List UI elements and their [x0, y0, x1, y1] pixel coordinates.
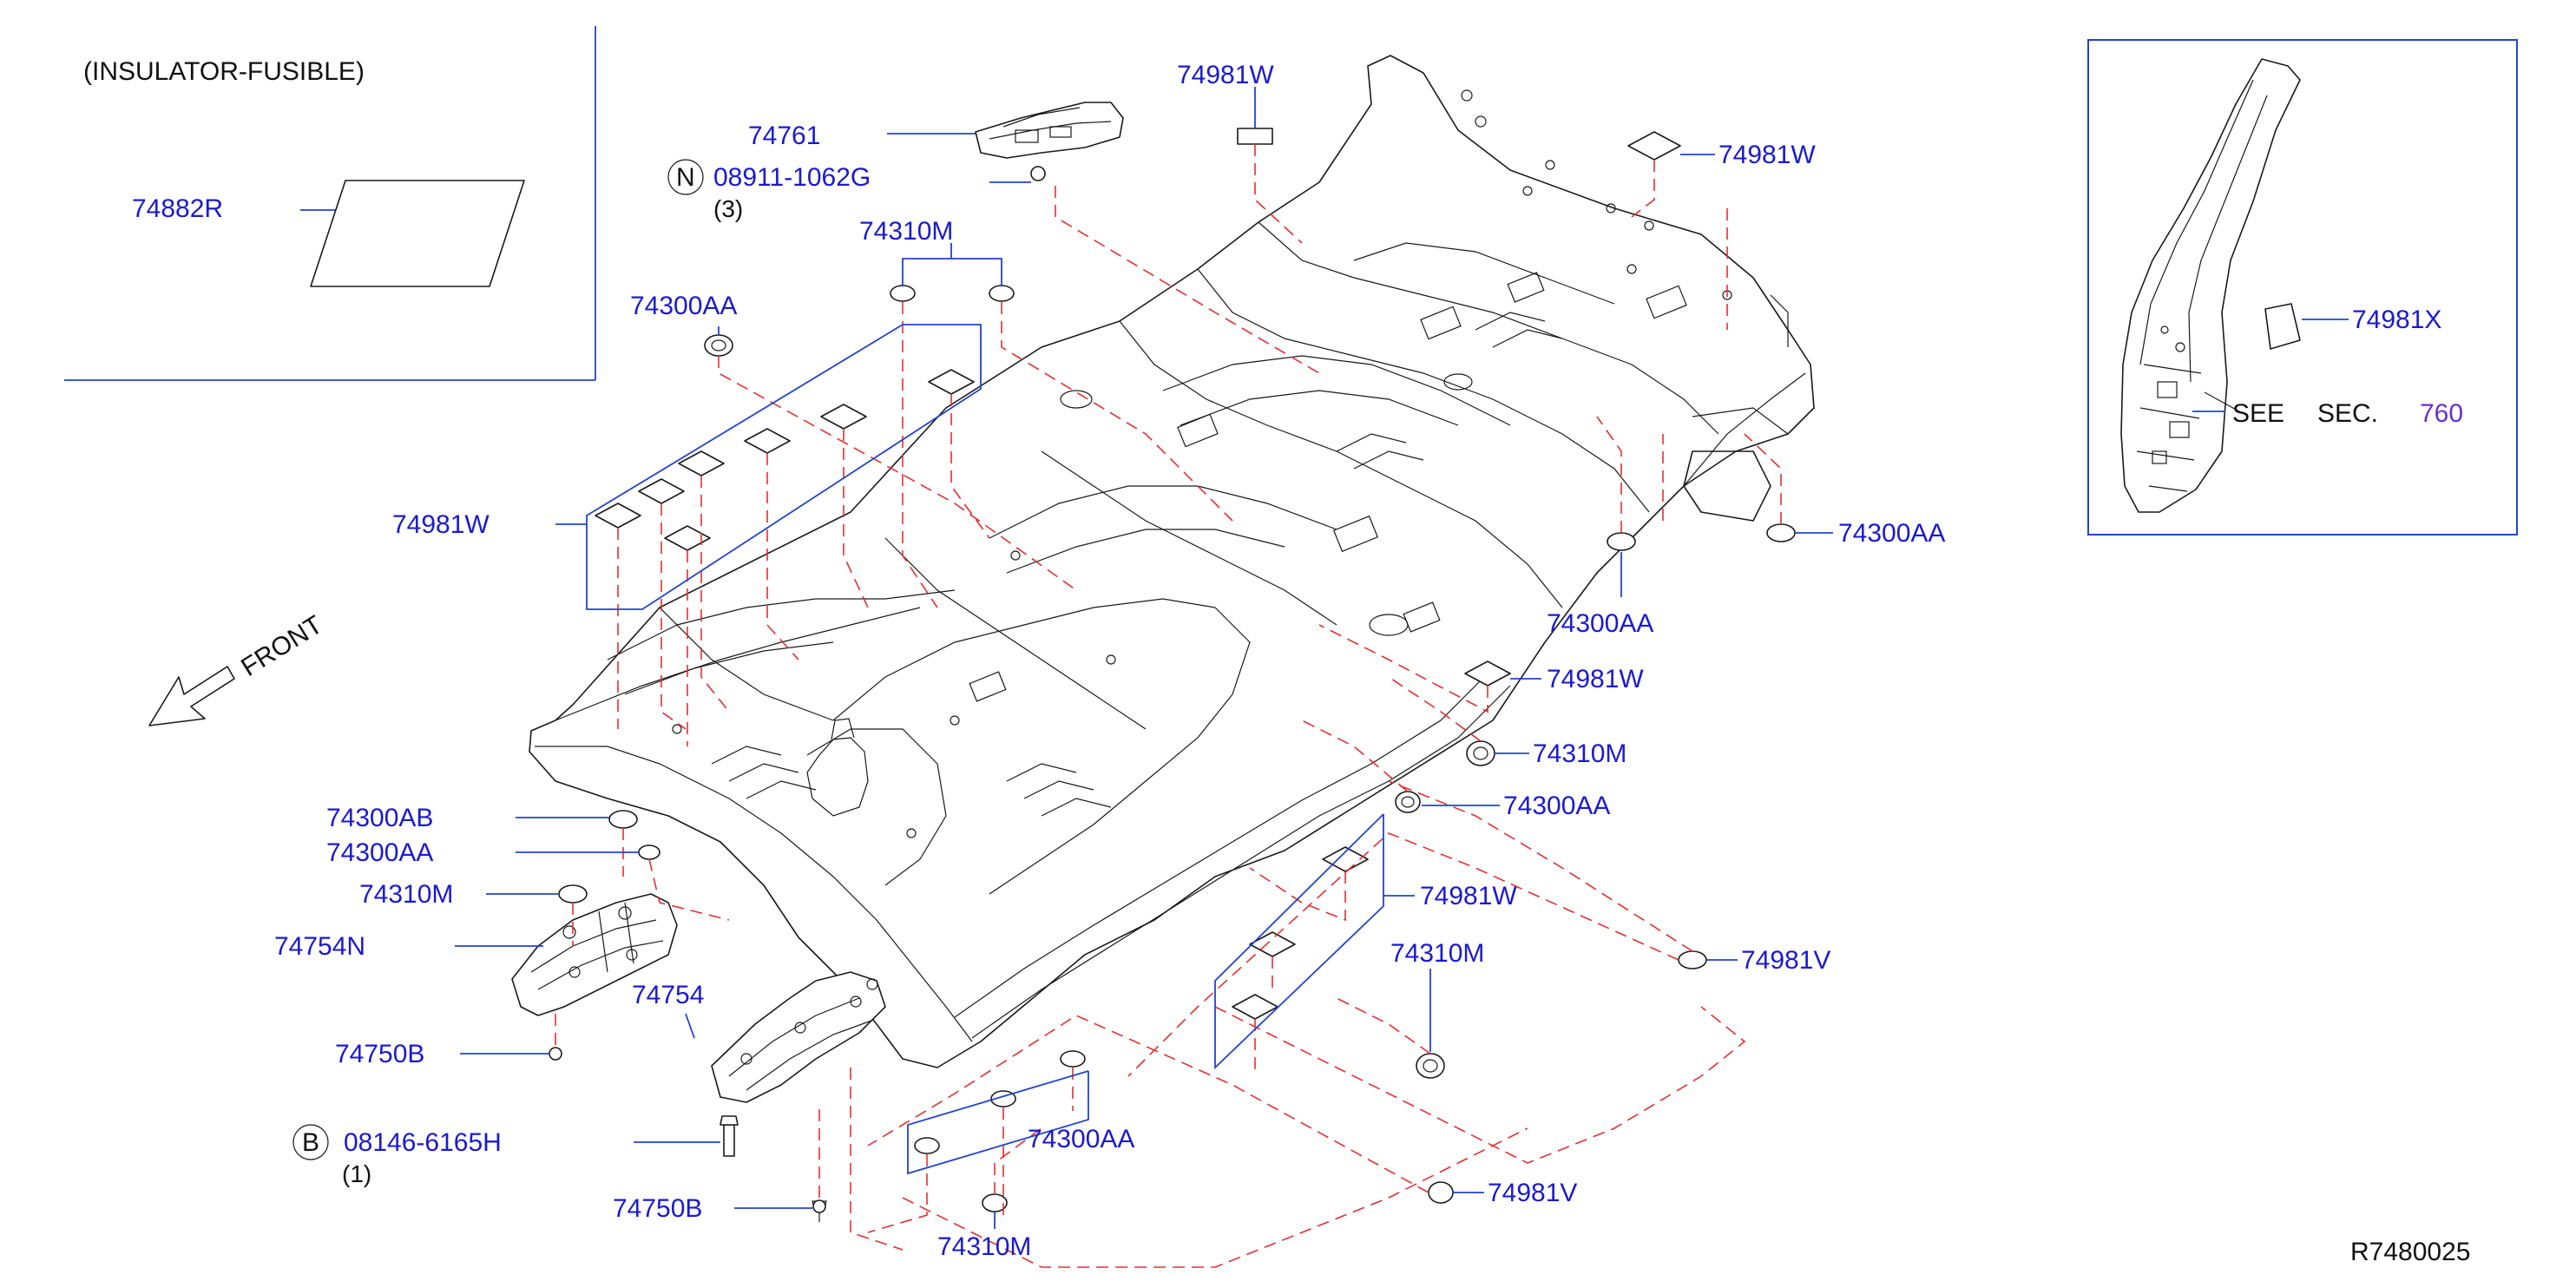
label-74981V-right: 74981V: [1741, 946, 1830, 975]
n-symbol-circle: [667, 159, 704, 195]
clip-74750B-upper: [549, 1047, 562, 1061]
label-74981X: 74981X: [2352, 306, 2441, 334]
label-74750B-upper: 74750B: [335, 1040, 424, 1068]
label-74300AA-top: 74300AA: [630, 292, 737, 320]
label-74981W-top: 74981W: [1177, 61, 1274, 89]
b-symbol-circle: [292, 1124, 329, 1160]
drawing-number: R7480025: [2350, 1238, 2470, 1266]
label-74754: 74754: [632, 981, 704, 1009]
insulator-fusible-pad: [310, 180, 525, 287]
label-74300AA-right: 74300AA: [1838, 519, 1945, 548]
label-74300AA-mid2: 74300AA: [1503, 792, 1610, 820]
insulator-74754: [711, 971, 886, 1222]
qty-08146-6165H: (1): [342, 1160, 371, 1187]
label-74310M-top: 74310M: [859, 217, 953, 246]
n-symbol: N: [676, 163, 695, 192]
label-74981W-low: 74981W: [1420, 882, 1517, 910]
label-74754N: 74754N: [274, 932, 365, 961]
label-74310M-mid: 74310M: [1533, 739, 1626, 768]
section-ref-760: 760: [2420, 399, 2463, 428]
label-74300AB: 74300AB: [326, 804, 433, 832]
label-74750B-lower: 74750B: [613, 1194, 702, 1223]
label-74310M-left: 74310M: [359, 880, 453, 909]
label-08146-6165H: 08146-6165H: [344, 1128, 502, 1157]
label-74310M-bottom: 74310M: [937, 1232, 1031, 1261]
see-label: SEE: [2232, 399, 2284, 428]
label-74882R: 74882R: [132, 194, 223, 223]
bolt-08146-6165H: [720, 1115, 739, 1157]
clip-74750B-lower: [812, 1199, 826, 1213]
sec-label: SEC.: [2317, 399, 2378, 428]
label-74300AA-left: 74300AA: [326, 838, 433, 867]
fusible-inset-title: (INSULATOR-FUSIBLE): [83, 57, 365, 86]
label-74981V-bottom: 74981V: [1488, 1179, 1577, 1207]
b-symbol: B: [302, 1128, 319, 1157]
label-74300AA-bottom: 74300AA: [1028, 1125, 1134, 1153]
label-74300AA-mid: 74300AA: [1547, 609, 1653, 638]
patch-74981X: [2264, 303, 2301, 350]
label-74310M-low: 74310M: [1390, 939, 1484, 968]
location-lines: [555, 144, 1782, 1268]
floor-assembly: [529, 55, 1815, 1068]
front-arrow-icon: [148, 666, 235, 726]
insulator-74761: [975, 102, 1124, 181]
pillar-inset: 74981X SEE SEC. 760: [2087, 39, 2518, 536]
shift-opening: [806, 737, 869, 817]
rear-bumper-section: [1683, 450, 1771, 522]
floor-outline: [529, 55, 1815, 1068]
label-08911-1062G: 08911-1062G: [713, 163, 871, 192]
qty-08911-1062G: (3): [713, 195, 743, 222]
leader-lines: [455, 87, 1833, 1229]
label-74761: 74761: [748, 122, 820, 150]
bolt-08911-1062G: [1030, 166, 1046, 181]
front-indicator: FRONT: [148, 610, 327, 726]
center-pillar-drawing: [2120, 58, 2301, 513]
insulator-74754N: [511, 893, 678, 1060]
front-label: FRONT: [236, 610, 327, 682]
fusible-inset: (INSULATOR-FUSIBLE) 74882R: [64, 26, 596, 381]
label-74981W-mid: 74981W: [1547, 665, 1644, 693]
callouts: 74761 N 08911-1062G (3) 74981W 74981W 74…: [274, 61, 2470, 1266]
label-74981W-right: 74981W: [1718, 141, 1816, 169]
label-74981W-left: 74981W: [392, 510, 490, 539]
